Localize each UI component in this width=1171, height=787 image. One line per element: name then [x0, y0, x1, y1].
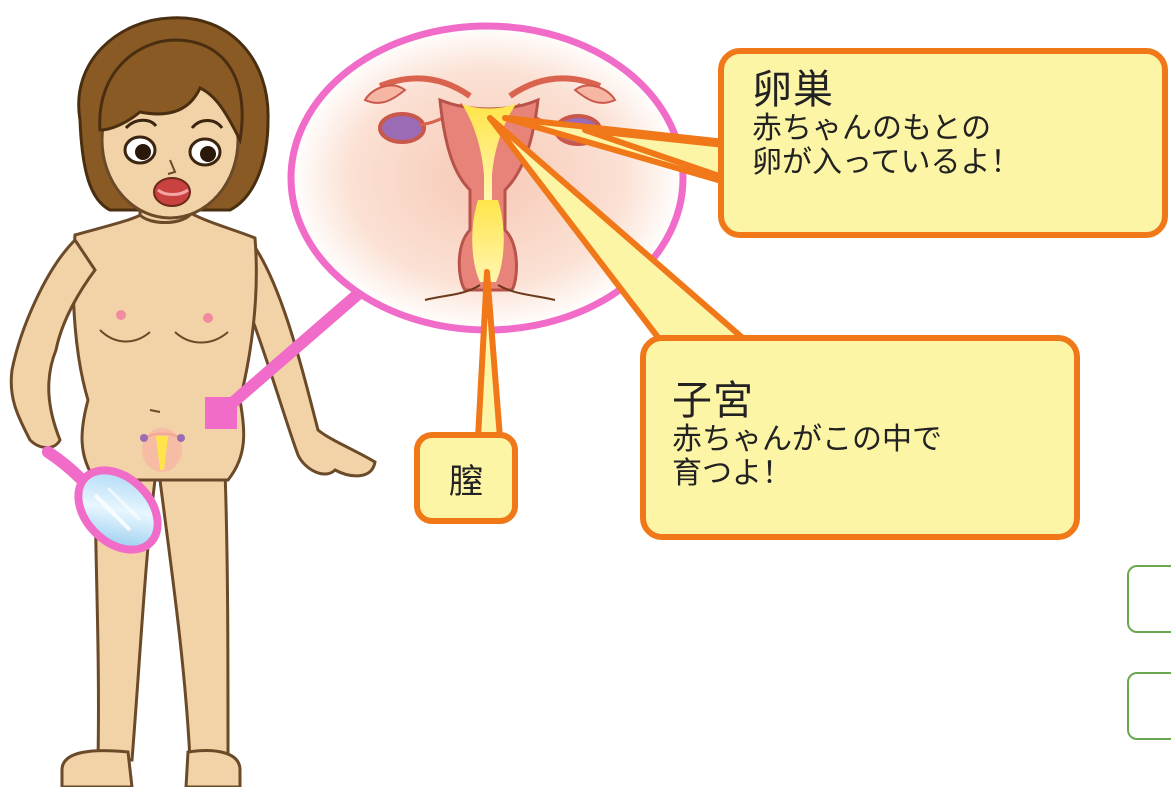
- magnified-organ: [287, 22, 687, 334]
- side-button-2[interactable]: [1127, 672, 1171, 740]
- ovary-description: 赤ちゃんのもとの 卵が入っているよ！: [752, 111, 1021, 180]
- ovary-title: 卵巣: [752, 67, 834, 113]
- uterus-title: 子宮: [672, 378, 754, 424]
- girl-figure: [9, 16, 377, 787]
- hand-mirror-icon: [42, 446, 162, 554]
- ovary-callout: 卵巣 赤ちゃんのもとの 卵が入っているよ！: [718, 48, 1168, 238]
- vagina-label: 膣: [414, 432, 518, 524]
- uterus-description: 赤ちゃんがこの中で 育つよ！: [672, 422, 942, 491]
- uterus-callout: 子宮 赤ちゃんがこの中で 育つよ！: [640, 335, 1080, 540]
- side-button-1[interactable]: [1127, 565, 1171, 633]
